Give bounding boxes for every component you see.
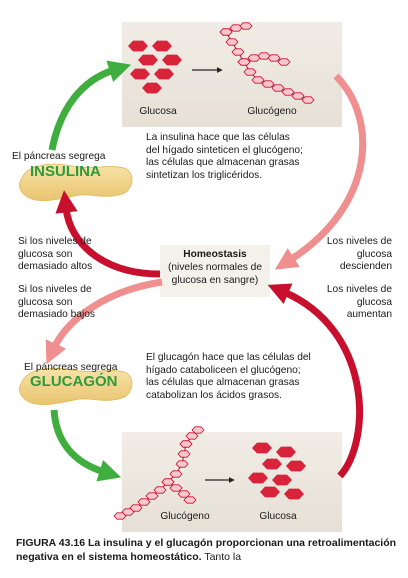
glycogen-unit — [153, 486, 167, 494]
arrow-insulin-to-liver — [48, 60, 132, 151]
glucose-molecule — [162, 54, 182, 66]
descend-label: Los niveles de glucosa descienden — [326, 236, 392, 272]
glycogen-unit — [277, 58, 291, 66]
glucose-molecule — [284, 488, 304, 500]
arrow-high-glucose-to-pancreas — [55, 190, 161, 278]
top-right-label: Glucógeno — [247, 106, 297, 117]
glycogen-unit — [237, 58, 251, 66]
glycogen-unit — [183, 496, 197, 504]
arrow-liver-to-homeostasis-rise — [267, 283, 364, 479]
glucagon-source-text: El páncreas segrega — [24, 362, 118, 373]
glucose-molecule — [128, 40, 148, 52]
low-glucose-label: Si los niveles de glucosa son demasiado … — [18, 284, 96, 320]
glucose-molecule — [154, 68, 174, 80]
glucose-molecule — [130, 68, 150, 80]
arrow-glucagon-to-liver — [50, 409, 122, 482]
glycogen-unit — [229, 24, 243, 32]
glucose-molecule — [138, 54, 158, 66]
glucose-molecule — [286, 460, 306, 472]
figure-caption: FIGURA 43.16 La insulina y el glucagón p… — [16, 536, 400, 564]
glycogen-unit — [291, 92, 305, 100]
insulin-hormone-label: INSULINA — [30, 163, 101, 180]
bottom-glycogen-chain — [113, 426, 205, 520]
homeostasis-title: Homeostasis — [183, 249, 247, 260]
figure-number: FIGURA 43.16 — [16, 537, 86, 549]
glycogen-unit — [175, 460, 189, 468]
glycogen-unit — [247, 54, 261, 62]
glucose-molecule — [142, 82, 162, 94]
top-glycogen-chain — [219, 22, 315, 104]
pancreas-glucagon-illustration — [18, 367, 133, 405]
glucose-molecule — [252, 442, 272, 454]
top-left-label: Glucosa — [139, 106, 177, 117]
glucose-molecule — [248, 472, 268, 484]
glycogen-unit — [271, 84, 285, 92]
rise-label: Los niveles de glucosa aumentan — [326, 284, 392, 320]
glycogen-unit — [239, 22, 253, 30]
glucose-molecule — [260, 486, 280, 498]
homeostasis-subtitle: (niveles normales de glucosa en sangre) — [168, 262, 262, 286]
glycogen-unit — [301, 96, 315, 104]
glycogen-unit — [185, 432, 199, 440]
bottom-right-label: Glucosa — [259, 511, 297, 522]
top-glucose-molecules — [128, 40, 182, 94]
arrow-liver-to-homeostasis-descend — [274, 73, 367, 270]
glycogen-unit — [225, 38, 239, 46]
bottom-left-label: Glucógeno — [160, 511, 210, 522]
glycogen-unit — [137, 498, 151, 506]
homeostasis-box — [160, 245, 270, 297]
glycogen-unit — [179, 440, 193, 448]
figure-title: La insulina y el glucagón proporcionan u… — [16, 537, 397, 563]
glucagon-hormone-label: GLUCAGÓN — [30, 373, 118, 390]
high-glucose-label: Si los niveles de glucosa son demasiado … — [18, 236, 93, 272]
glycogen-unit — [121, 508, 135, 516]
glycogen-unit — [191, 426, 205, 434]
bottom-glucose-molecules — [248, 442, 306, 500]
arrow-low-glucose-to-pancreas — [45, 278, 163, 365]
glucose-molecule — [262, 458, 282, 470]
glucose-molecule — [152, 40, 172, 52]
caption-continuation: Tanto la — [204, 551, 242, 563]
glucagon-effect-text: El glucagón hace que las células del híg… — [146, 352, 311, 401]
glycogen-unit — [129, 504, 143, 512]
glycogen-unit — [261, 80, 275, 88]
glycogen-unit — [267, 54, 281, 62]
insulin-source-text: El páncreas segrega — [12, 151, 106, 162]
glycogen-unit — [161, 478, 175, 486]
glycogen-unit — [145, 492, 159, 500]
glycogen-unit — [169, 484, 183, 492]
glycogen-unit — [177, 450, 191, 458]
glucose-molecule — [272, 474, 292, 486]
glycogen-unit — [177, 490, 191, 498]
glycogen-unit — [257, 52, 271, 60]
glycogen-unit — [113, 512, 127, 520]
insulin-effect-text: La insulina hace que las células del híg… — [146, 132, 303, 181]
glycogen-unit — [251, 76, 265, 84]
glucose-molecule — [276, 446, 296, 458]
glycogen-unit — [219, 28, 233, 36]
glycogen-unit — [169, 470, 183, 478]
glycogen-unit — [231, 48, 245, 56]
glycogen-unit — [243, 68, 257, 76]
glycogen-unit — [281, 88, 295, 96]
pancreas-insulin-illustration — [18, 163, 133, 201]
